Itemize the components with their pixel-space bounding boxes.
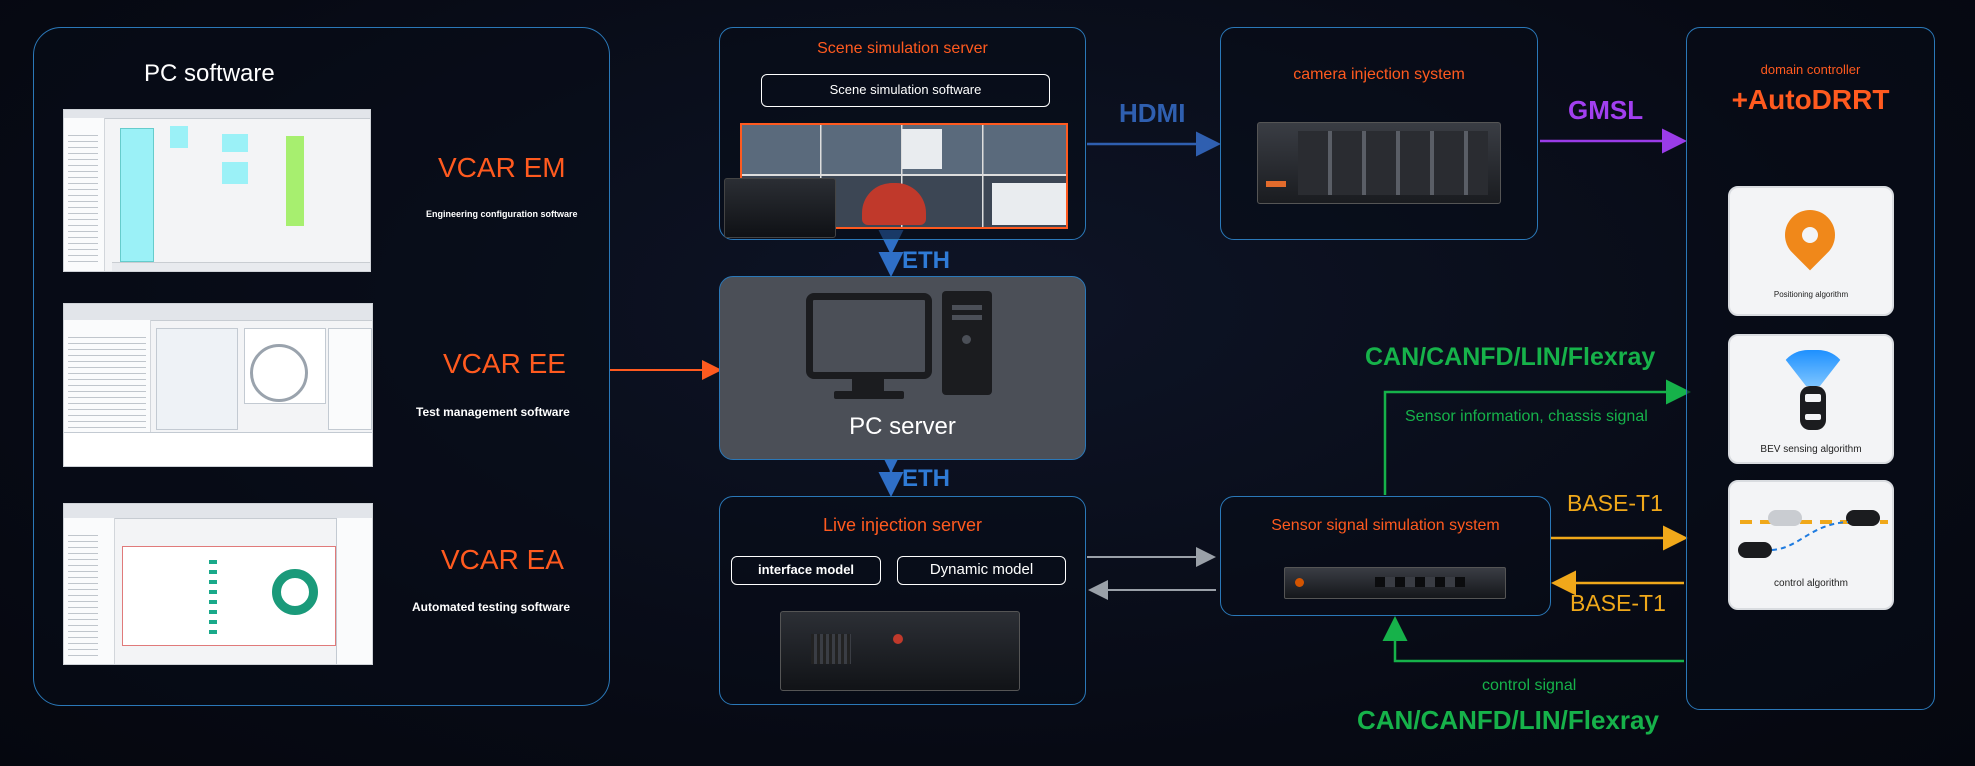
- domain-controller-title: +AutoDRRT: [1731, 84, 1890, 115]
- live-server-title: Live injection server: [822, 515, 983, 535]
- pc-software-title: PC software: [144, 60, 275, 87]
- vcar-ee-title: VCAR EE: [443, 348, 566, 379]
- bev-card: BEV sensing algorithm: [1728, 334, 1894, 464]
- ee-screenshot: [63, 303, 373, 467]
- scene-server-title: Scene simulation server: [817, 40, 988, 57]
- tower-icon: [942, 291, 992, 395]
- scene-video-grid: [740, 123, 1068, 229]
- control-label: control algorithm: [1774, 578, 1848, 589]
- hdmi-label: HDMI: [1119, 98, 1186, 128]
- car-icon: [1800, 386, 1826, 430]
- base-t1-top-label: BASE-T1: [1567, 490, 1663, 516]
- can-bottom-arrow: [1382, 616, 1684, 663]
- camera-injection-hardware: [1257, 122, 1501, 204]
- control-algorithm-icon: [1740, 520, 1888, 524]
- live-server-panel: Live injection server interface model Dy…: [719, 496, 1086, 705]
- scene-server-hardware: [724, 178, 836, 238]
- vcar-ea-desc: Automated testing software: [412, 600, 571, 614]
- scene-server-panel: Scene simulation server Scene simulation…: [719, 27, 1086, 240]
- vcar-em-title: VCAR EM: [438, 152, 566, 183]
- sensor-sim-panel: Sensor signal simulation system: [1220, 496, 1551, 616]
- vcar-ea-title: VCAR EA: [441, 544, 564, 575]
- em-screenshot: [63, 109, 371, 272]
- positioning-card: Positioning algorithm: [1728, 186, 1894, 316]
- domain-controller-panel: domain controller +AutoDRRT Positioning …: [1686, 27, 1935, 710]
- eth-top-label: ETH: [902, 247, 950, 274]
- pc-server-panel: PC server: [719, 276, 1086, 460]
- interface-model-box: interface model: [731, 556, 881, 585]
- sensor-sim-hardware: [1284, 567, 1506, 599]
- gmsl-label: GMSL: [1568, 95, 1644, 125]
- scene-software-box: Scene simulation software: [761, 74, 1050, 107]
- domain-controller-label: domain controller: [1760, 62, 1861, 77]
- live-server-hardware: [780, 611, 1020, 691]
- vcar-em-desc: Engineering configuration software: [426, 209, 578, 219]
- pc-server-label: PC server: [849, 413, 956, 440]
- positioning-label: Positioning algorithm: [1773, 290, 1849, 299]
- sensor-info-label: Sensor information, chassis signal: [1405, 408, 1648, 425]
- ea-screenshot: [63, 503, 373, 665]
- base-t1-bottom-label: BASE-T1: [1570, 590, 1666, 616]
- vcar-ee-desc: Test management software: [416, 405, 570, 419]
- can-bottom-label: CAN/CANFD/LIN/Flexray: [1357, 705, 1659, 735]
- can-top-arrow: [1383, 379, 1691, 495]
- camera-injection-panel: camera injection system: [1220, 27, 1538, 240]
- control-signal-label: control signal: [1482, 677, 1577, 694]
- camera-injection-title: camera injection system: [1293, 66, 1465, 83]
- dynamic-model-box: Dynamic model: [897, 556, 1066, 585]
- monitor-icon: [806, 293, 932, 379]
- bev-label: BEV sensing algorithm: [1760, 444, 1862, 455]
- sensor-sim-title: Sensor signal simulation system: [1271, 517, 1500, 534]
- location-pin-icon: [1774, 199, 1846, 271]
- bev-sensing-icon: [1778, 350, 1848, 386]
- control-card: control algorithm: [1728, 480, 1894, 610]
- eth-bottom-label: ETH: [902, 465, 950, 492]
- can-top-label: CAN/CANFD/LIN/Flexray: [1365, 343, 1656, 371]
